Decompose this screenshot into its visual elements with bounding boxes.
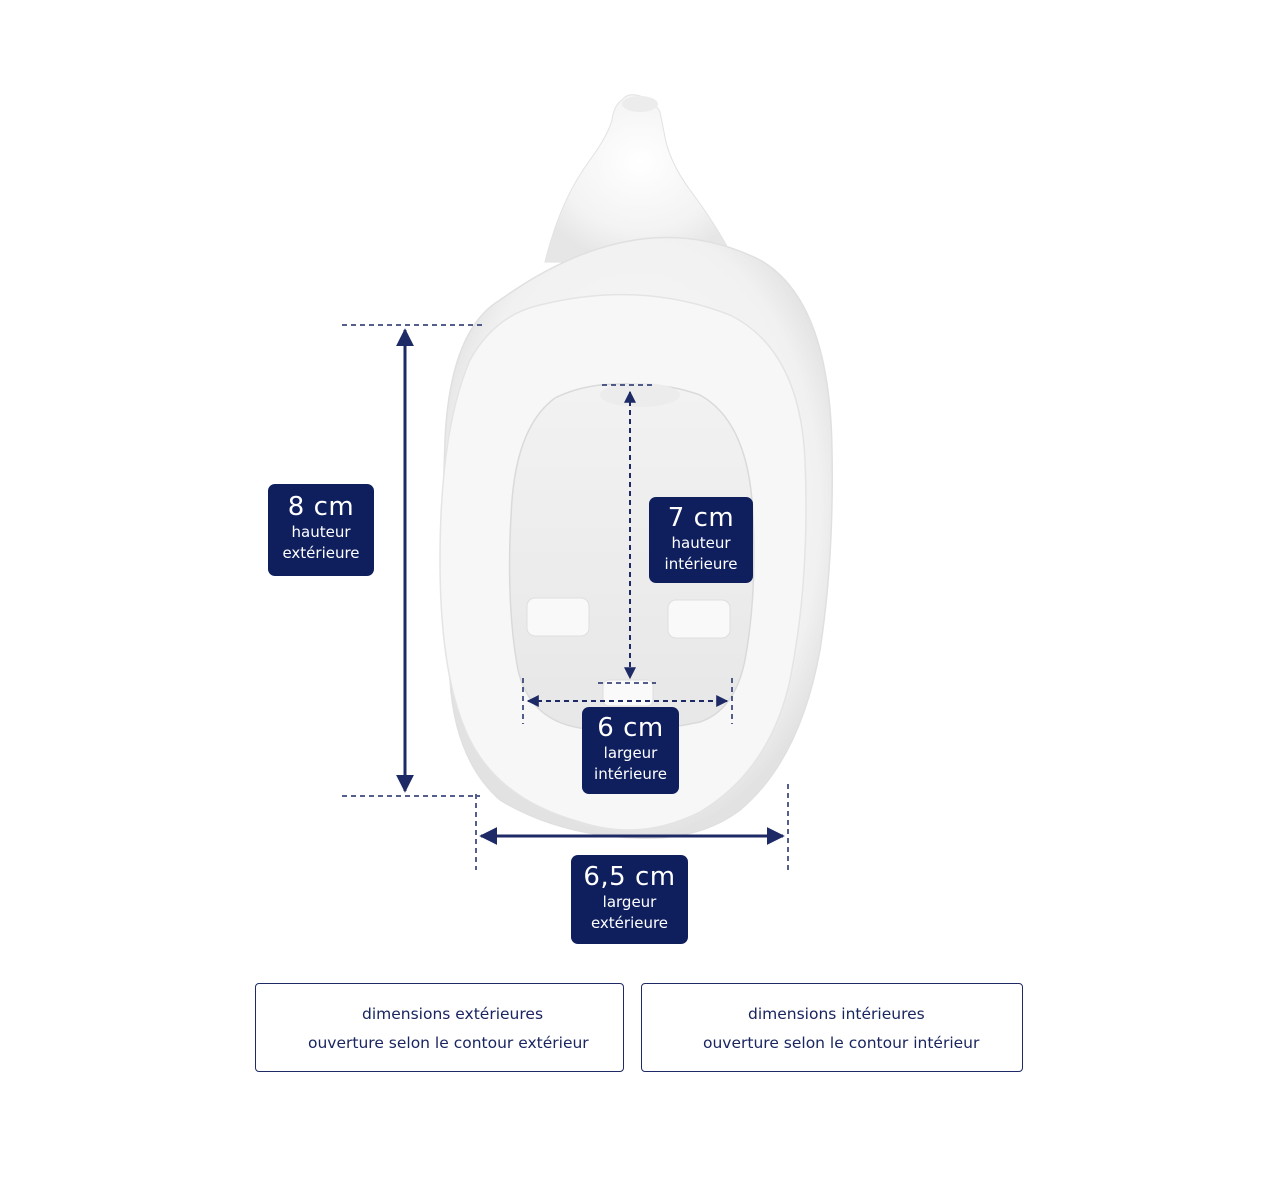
legend-exterior-title: dimensions extérieures xyxy=(362,1005,544,1023)
outer-height-label-2: extérieure xyxy=(282,544,360,562)
legend-exterior-subtitle: ouverture selon le contour extérieur xyxy=(308,1034,589,1052)
inner-height-label-1: hauteur xyxy=(671,534,731,552)
inner-width-badge: 6 cm largeur intérieure xyxy=(582,707,679,794)
inner-width-label-1: largeur xyxy=(603,744,658,762)
inner-width-label-2: intérieure xyxy=(594,765,667,783)
inner-tab-right xyxy=(667,599,731,639)
outer-height-value: 8 cm xyxy=(287,492,355,522)
legend-interior-title: dimensions intérieures xyxy=(748,1005,925,1023)
inner-height-label-2: intérieure xyxy=(664,555,738,573)
outer-height-badge: 8 cm hauteur extérieure xyxy=(268,484,374,576)
inner-tab-left xyxy=(526,597,590,637)
outer-width-label-1: largeur xyxy=(602,893,657,911)
inner-height-badge: 7 cm hauteur intérieure xyxy=(649,497,753,583)
inner-width-value: 6 cm xyxy=(597,713,664,743)
product-spout xyxy=(544,94,736,263)
inner-top-hollow xyxy=(600,383,680,407)
inner-tab-bottom xyxy=(602,679,654,707)
outer-width-label-2: extérieure xyxy=(590,914,669,932)
outer-width-value: 6,5 cm xyxy=(583,862,676,892)
legend-exterior xyxy=(255,983,624,1072)
outer-height-label-1: hauteur xyxy=(291,523,351,541)
legend-interior xyxy=(641,983,1023,1072)
inner-height-value: 7 cm xyxy=(667,503,735,533)
outer-width-badge: 6,5 cm largeur extérieure xyxy=(571,855,688,944)
legend-interior-subtitle: ouverture selon le contour intérieur xyxy=(703,1034,980,1052)
